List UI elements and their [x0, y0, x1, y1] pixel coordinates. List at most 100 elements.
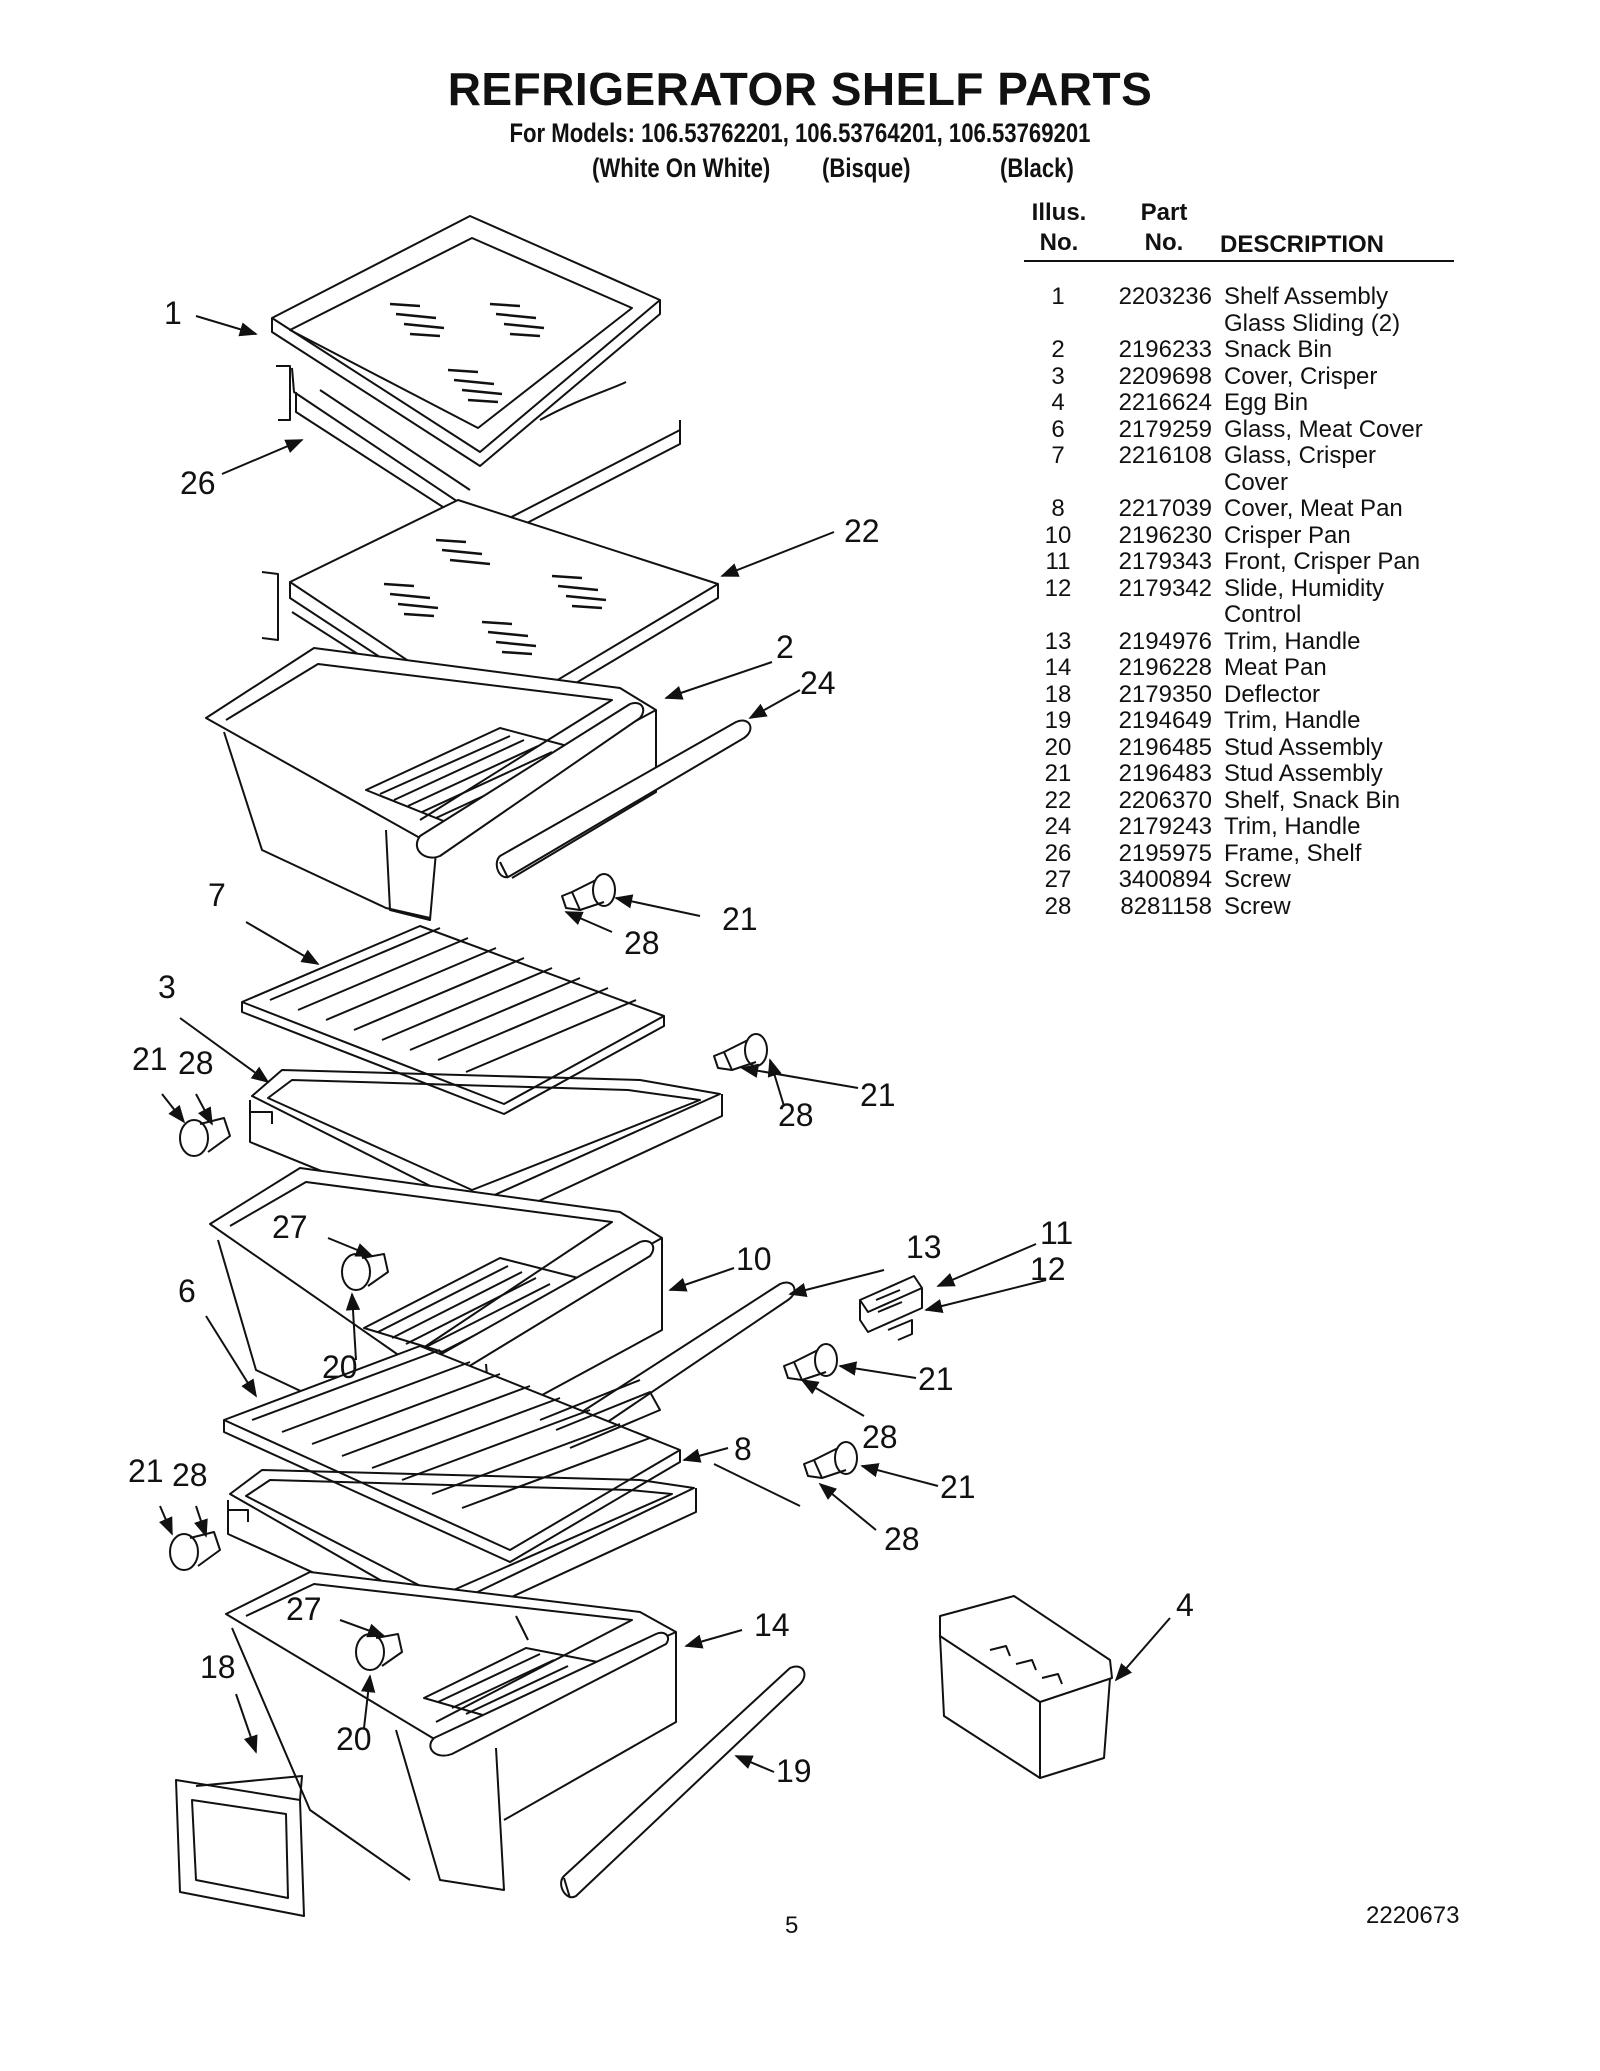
deflector-drawing — [175, 1775, 305, 1917]
finish-white: (White On White) — [592, 153, 771, 183]
description-cell: Frame, Shelf — [1224, 839, 1362, 867]
callout-13: 13 — [906, 1229, 942, 1265]
callout-24: 24 — [800, 665, 836, 701]
description-cell: Trim, Handle — [1224, 707, 1361, 734]
callout-6: 6 — [178, 1273, 196, 1309]
illus-no-cell: 3 — [1051, 362, 1065, 390]
description-cell: Stud Assembly — [1224, 733, 1383, 761]
description-cell: Cover, Meat Pan — [1224, 495, 1403, 522]
table-row: 19 2194649 Trim, Handle — [1024, 707, 1454, 735]
meat-pan-trim-drawing — [560, 1665, 806, 1899]
illus-no-cell: 28 — [1044, 892, 1072, 920]
page-title: REFRIGERATOR SHELF PARTS — [447, 63, 1153, 115]
illus-no-cell: 22 — [1044, 786, 1072, 814]
callout-21: 21 — [722, 901, 758, 937]
table-row: 20 2196485 Stud Assembly — [1024, 733, 1454, 762]
description-cell: Slide, Humidity Control — [1224, 574, 1385, 628]
illus-no-cell: 18 — [1044, 680, 1072, 708]
egg-bin-drawing — [939, 1595, 1113, 1779]
description-cell: Trim, Handle — [1224, 813, 1361, 840]
illus-no-cell: 7 — [1051, 442, 1065, 469]
callout-8: 8 — [734, 1431, 752, 1467]
description-cell: Crisper Pan — [1224, 521, 1351, 549]
part-no-cell: 2196483 — [1118, 760, 1212, 787]
page-number: 5 — [785, 1912, 799, 1939]
callout-28: 28 — [178, 1045, 214, 1081]
part-no-cell: 2194976 — [1118, 627, 1212, 655]
callout-19: 19 — [776, 1753, 812, 1789]
description-cell: Deflector — [1224, 680, 1321, 708]
part-no-cell: 2196485 — [1118, 733, 1212, 761]
document-number: 2220673 — [1366, 1902, 1460, 1929]
callout-14: 14 — [754, 1607, 790, 1643]
illus-no-cell: 8 — [1051, 495, 1065, 522]
header-illus-no: Illus. No. — [1031, 199, 1087, 256]
shelf-assembly-glass-drawing — [271, 215, 661, 467]
part-no-cell: 2179243 — [1118, 813, 1212, 840]
meat-cover-assembly-drawing — [223, 1345, 801, 1631]
illus-no-cell: 19 — [1044, 707, 1072, 734]
callout-2: 2 — [776, 629, 794, 665]
table-row: 24 2179243 Trim, Handle — [1024, 813, 1454, 841]
callout-7: 7 — [208, 877, 226, 913]
header-part-no: Part No. — [1140, 199, 1188, 256]
table-row: 10 2196230 Crisper Pan — [1024, 521, 1454, 550]
callout-18: 18 — [200, 1649, 236, 1685]
part-no-cell: 2194649 — [1118, 707, 1212, 734]
illus-no-cell: 27 — [1044, 866, 1072, 893]
part-no-cell: 2179259 — [1118, 415, 1212, 443]
callout-21: 21 — [860, 1077, 896, 1113]
part-no-cell: 2209698 — [1118, 362, 1212, 390]
illus-no-cell: 26 — [1044, 839, 1072, 867]
description-cell: Shelf Assembly Glass Sliding (2) — [1224, 283, 1401, 337]
illus-no-cell: 2 — [1051, 336, 1065, 363]
model-numbers: For Models: 106.53762201, 106.53764201, … — [509, 118, 1091, 148]
description-cell: Stud Assembly — [1224, 760, 1383, 787]
illus-no-cell: 10 — [1044, 521, 1072, 549]
callout-12: 12 — [1030, 1251, 1066, 1287]
glass-decal-marks — [389, 302, 545, 404]
illus-no-cell: 24 — [1044, 813, 1072, 840]
illus-no-cell: 13 — [1044, 627, 1072, 655]
callout-21: 21 — [940, 1469, 976, 1505]
part-no-cell: 3400894 — [1118, 866, 1212, 893]
callout-27: 27 — [272, 1209, 308, 1245]
part-no-cell: 2216108 — [1118, 442, 1212, 469]
description-cell: Screw — [1224, 892, 1291, 920]
callout-26: 26 — [180, 465, 216, 501]
part-no-cell: 2196228 — [1118, 654, 1212, 681]
finish-bisque: (Bisque) — [822, 153, 911, 183]
illus-no-cell: 4 — [1051, 389, 1065, 416]
callout-21: 21 — [128, 1453, 164, 1489]
part-no-cell: 2206370 — [1118, 786, 1212, 814]
illus-no-cell: 14 — [1044, 654, 1072, 681]
part-no-cell: 2196233 — [1118, 336, 1212, 363]
description-cell: Glass, Crisper Cover — [1224, 442, 1377, 496]
callout-20: 20 — [322, 1349, 358, 1385]
leader-lines — [159, 315, 1171, 1773]
description-cell: Snack Bin — [1224, 336, 1333, 363]
description-cell: Shelf, Snack Bin — [1224, 786, 1401, 814]
callout-28: 28 — [862, 1419, 898, 1455]
callout-labels: 1 26 22 2 24 7 21 28 3 21 28 28 21 27 10… — [128, 295, 1194, 1789]
part-no-cell: 2216624 — [1118, 389, 1212, 416]
callout-4: 4 — [1176, 1587, 1194, 1623]
part-no-cell: 2179342 — [1118, 574, 1212, 602]
table-row: 22 2206370 Shelf, Snack Bin — [1024, 786, 1454, 815]
table-header: Illus. No. Part No. DESCRIPTION — [1024, 198, 1454, 262]
part-no-cell: 2196230 — [1118, 521, 1212, 549]
callout-22: 22 — [844, 513, 880, 549]
illus-no-cell: 20 — [1044, 733, 1072, 761]
